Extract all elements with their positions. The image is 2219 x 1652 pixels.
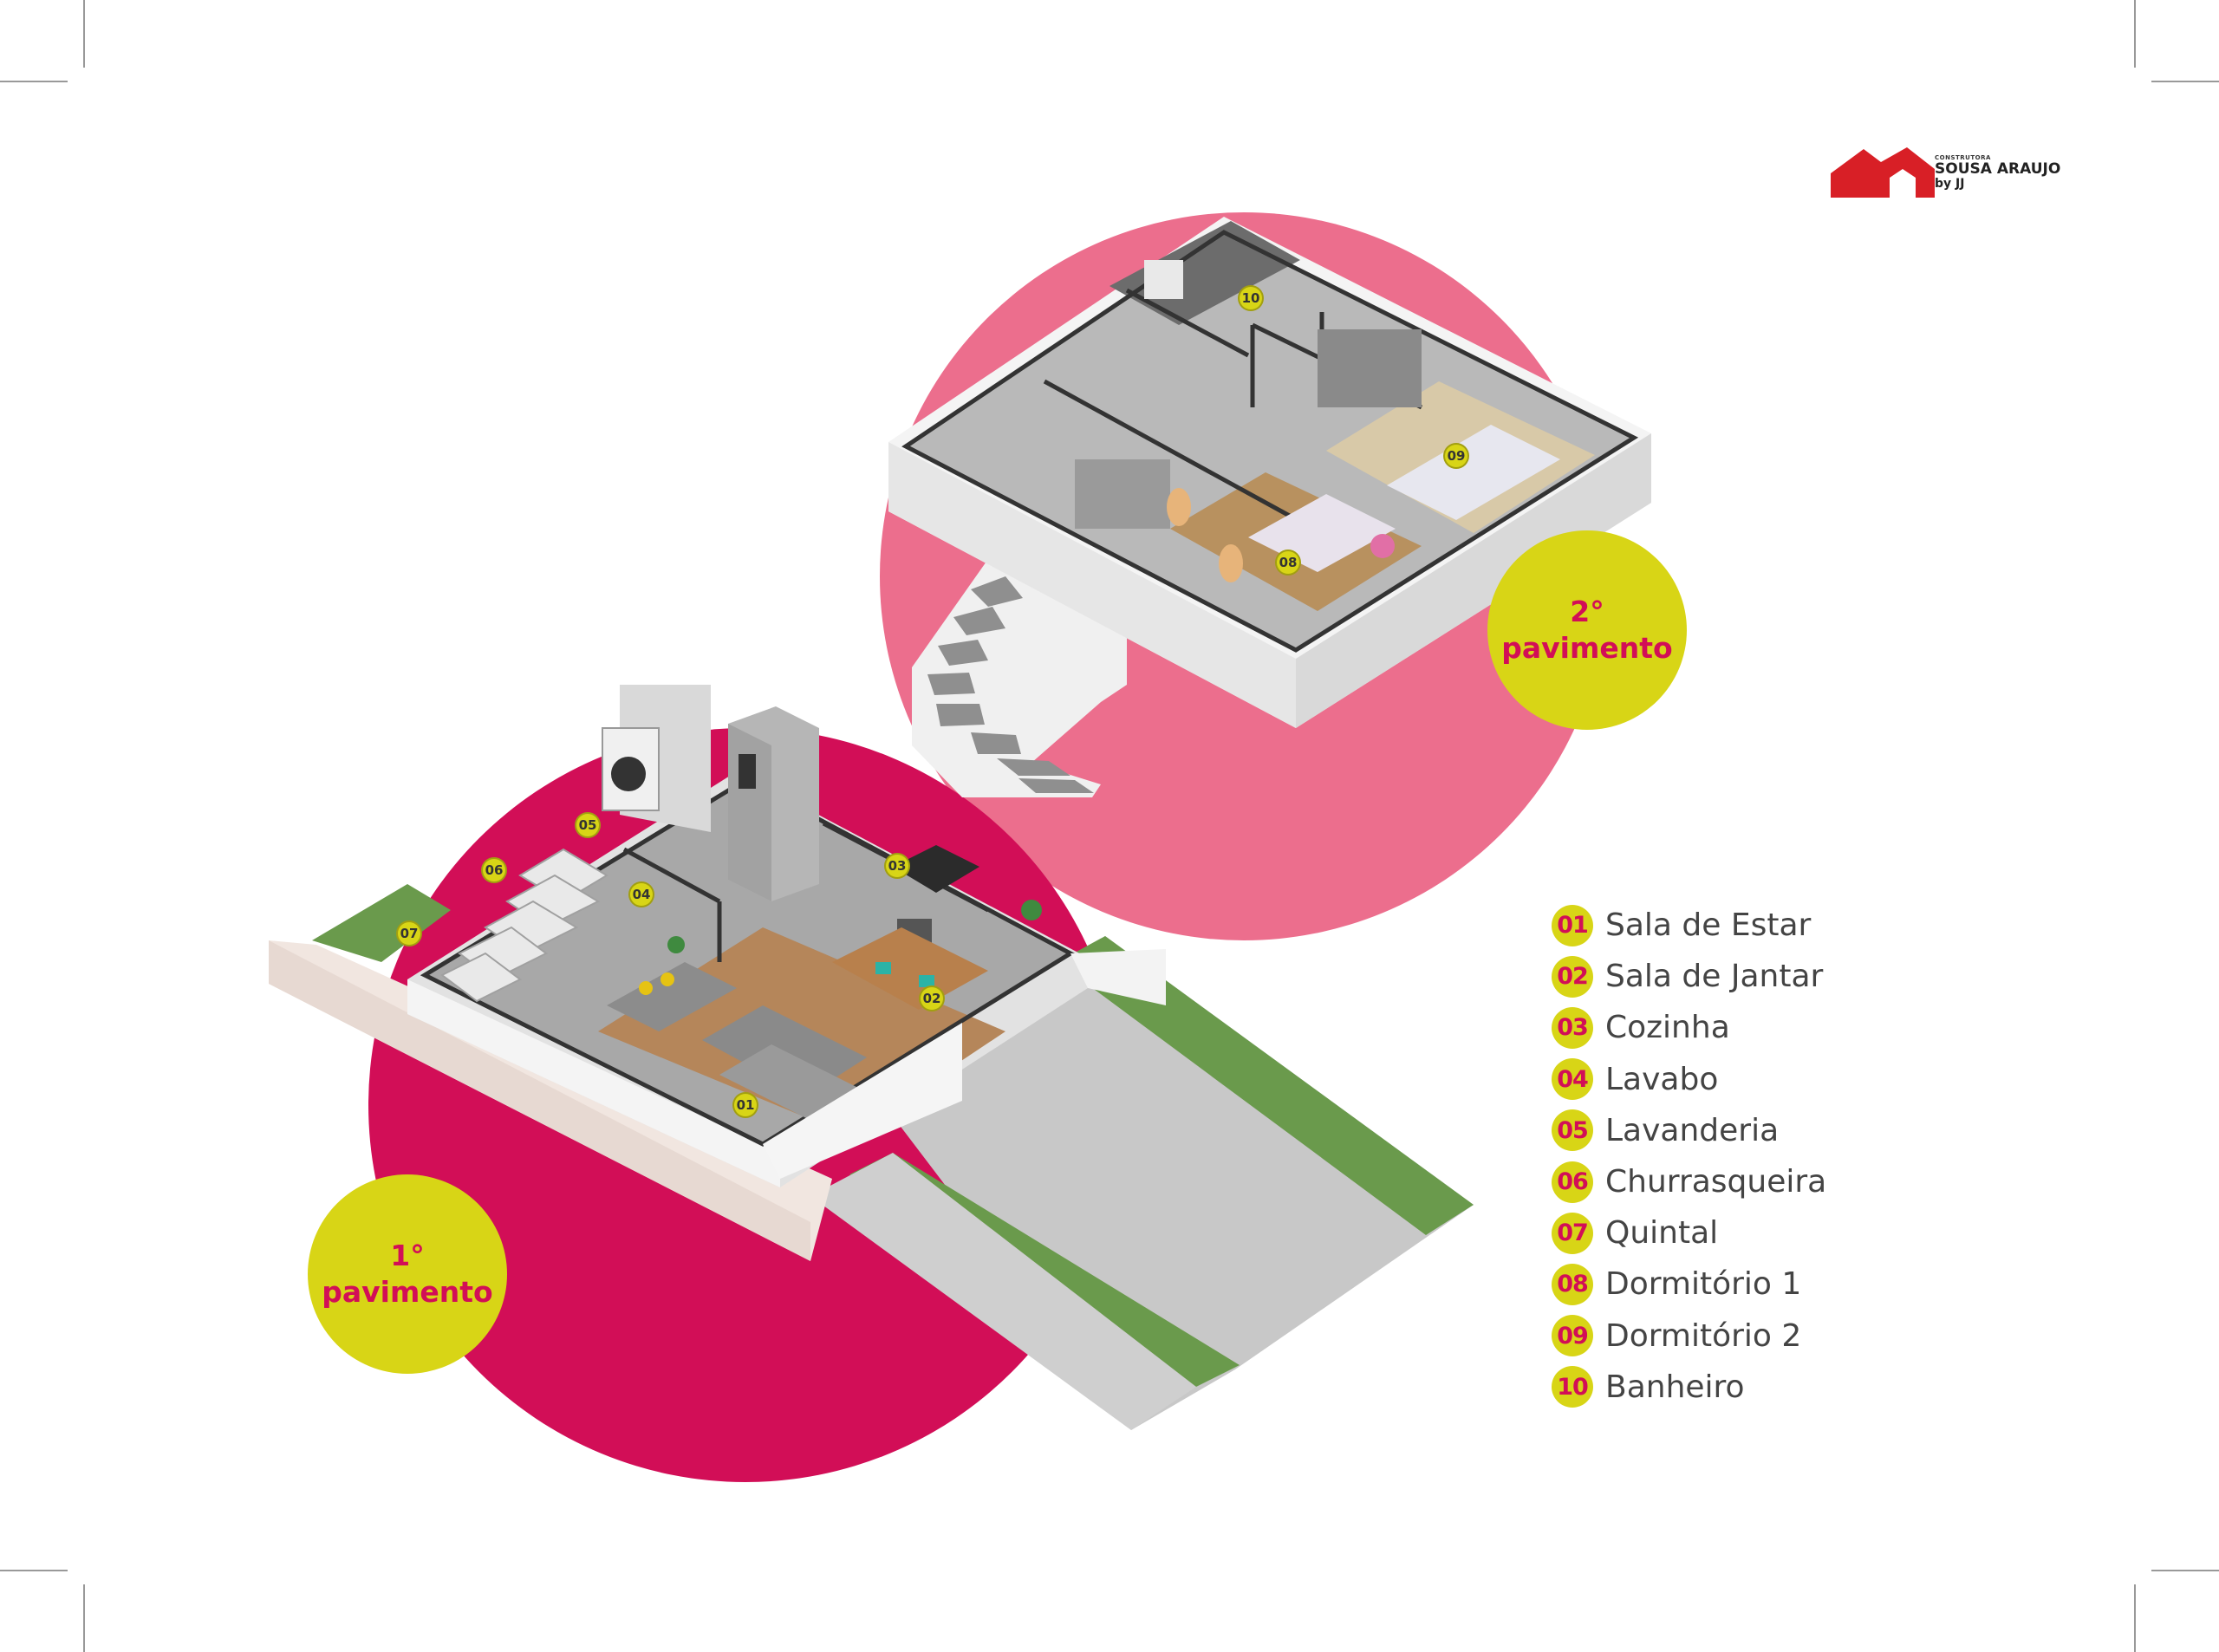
pin-label: 08 [1279, 555, 1298, 570]
legend-item: 07 Quintal [1552, 1207, 2089, 1259]
legend-number: 05 [1552, 1109, 1593, 1152]
pin-label: 01 [736, 1097, 755, 1113]
pin-label: 06 [485, 862, 504, 878]
pin-label: 10 [1241, 290, 1260, 306]
legend-number: 09 [1552, 1315, 1593, 1357]
legend-label: Quintal [1605, 1215, 1719, 1252]
floor-badge-1: 1° pavimento [308, 1174, 507, 1374]
legend-number: 07 [1552, 1212, 1593, 1254]
pin-02: 02 [919, 985, 945, 1011]
brand-small-text: CONSTRUTORA [1935, 154, 1991, 161]
legend-label: Sala de Estar [1605, 907, 1812, 944]
pin-08: 08 [1275, 550, 1301, 576]
legend-item: 01 Sala de Estar [1552, 900, 2089, 951]
legend-number: 01 [1552, 904, 1593, 946]
brand-name: SOUSA ARAUJO [1935, 160, 2061, 178]
lower-floor-model [269, 685, 1474, 1430]
floor-label: pavimento [1501, 631, 1673, 665]
legend-item: 08 Dormitório 1 [1552, 1259, 2089, 1310]
legend-number: 06 [1552, 1161, 1593, 1203]
pin-label: 05 [578, 817, 597, 833]
pin-04: 04 [628, 881, 654, 907]
pin-03: 03 [884, 853, 910, 879]
pin-07: 07 [396, 920, 422, 946]
house-roof-logo-icon [1831, 147, 1935, 198]
legend-item: 02 Sala de Jantar [1552, 951, 2089, 1002]
floor-label: pavimento [322, 1275, 493, 1309]
legend-label: Dormitório 1 [1605, 1266, 1802, 1303]
legend-label: Lavanderia [1605, 1112, 1780, 1148]
pin-05: 05 [575, 812, 601, 838]
room-legend: 01 Sala de Estar 02 Sala de Jantar 03 Cozin… [1552, 900, 2089, 1413]
pin-label: 04 [632, 887, 651, 902]
upper-floor-model [888, 217, 1651, 797]
legend-number: 04 [1552, 1058, 1593, 1101]
pin-10: 10 [1238, 285, 1264, 311]
pin-label: 03 [888, 858, 907, 874]
legend-item: 04 Lavabo [1552, 1054, 2089, 1105]
brand-sub-text: by JJ [1935, 177, 1965, 191]
pin-label: 09 [1447, 448, 1466, 464]
legend-number: 10 [1552, 1366, 1593, 1408]
legend-item: 09 Dormitório 2 [1552, 1311, 2089, 1362]
legend-item: 06 Churrasqueira [1552, 1156, 2089, 1207]
legend-label: Sala de Jantar [1605, 959, 1824, 995]
legend-label: Churrasqueira [1605, 1164, 1827, 1200]
pin-09: 09 [1443, 443, 1469, 469]
legend-item: 10 Banheiro [1552, 1362, 2089, 1413]
pin-label: 02 [922, 991, 941, 1006]
legend-number: 03 [1552, 1006, 1593, 1049]
floor-number: 1° [390, 1239, 425, 1272]
legend-item: 03 Cozinha [1552, 1002, 2089, 1053]
legend-number: 08 [1552, 1263, 1593, 1305]
pin-06: 06 [481, 857, 507, 883]
floor-number: 2° [1570, 595, 1604, 628]
legend-label: Dormitório 2 [1605, 1317, 1802, 1354]
brand-logo: CONSTRUTORA SOUSA ARAUJO by JJ [1935, 154, 2060, 191]
legend-label: Lavabo [1605, 1061, 1719, 1097]
legend-number: 02 [1552, 955, 1593, 998]
pin-label: 07 [400, 926, 419, 941]
legend-item: 05 Lavanderia [1552, 1105, 2089, 1156]
floor-badge-2: 2° pavimento [1487, 530, 1687, 730]
legend-label: Cozinha [1605, 1010, 1730, 1046]
legend-label: Banheiro [1605, 1369, 1745, 1405]
pin-01: 01 [732, 1092, 758, 1118]
